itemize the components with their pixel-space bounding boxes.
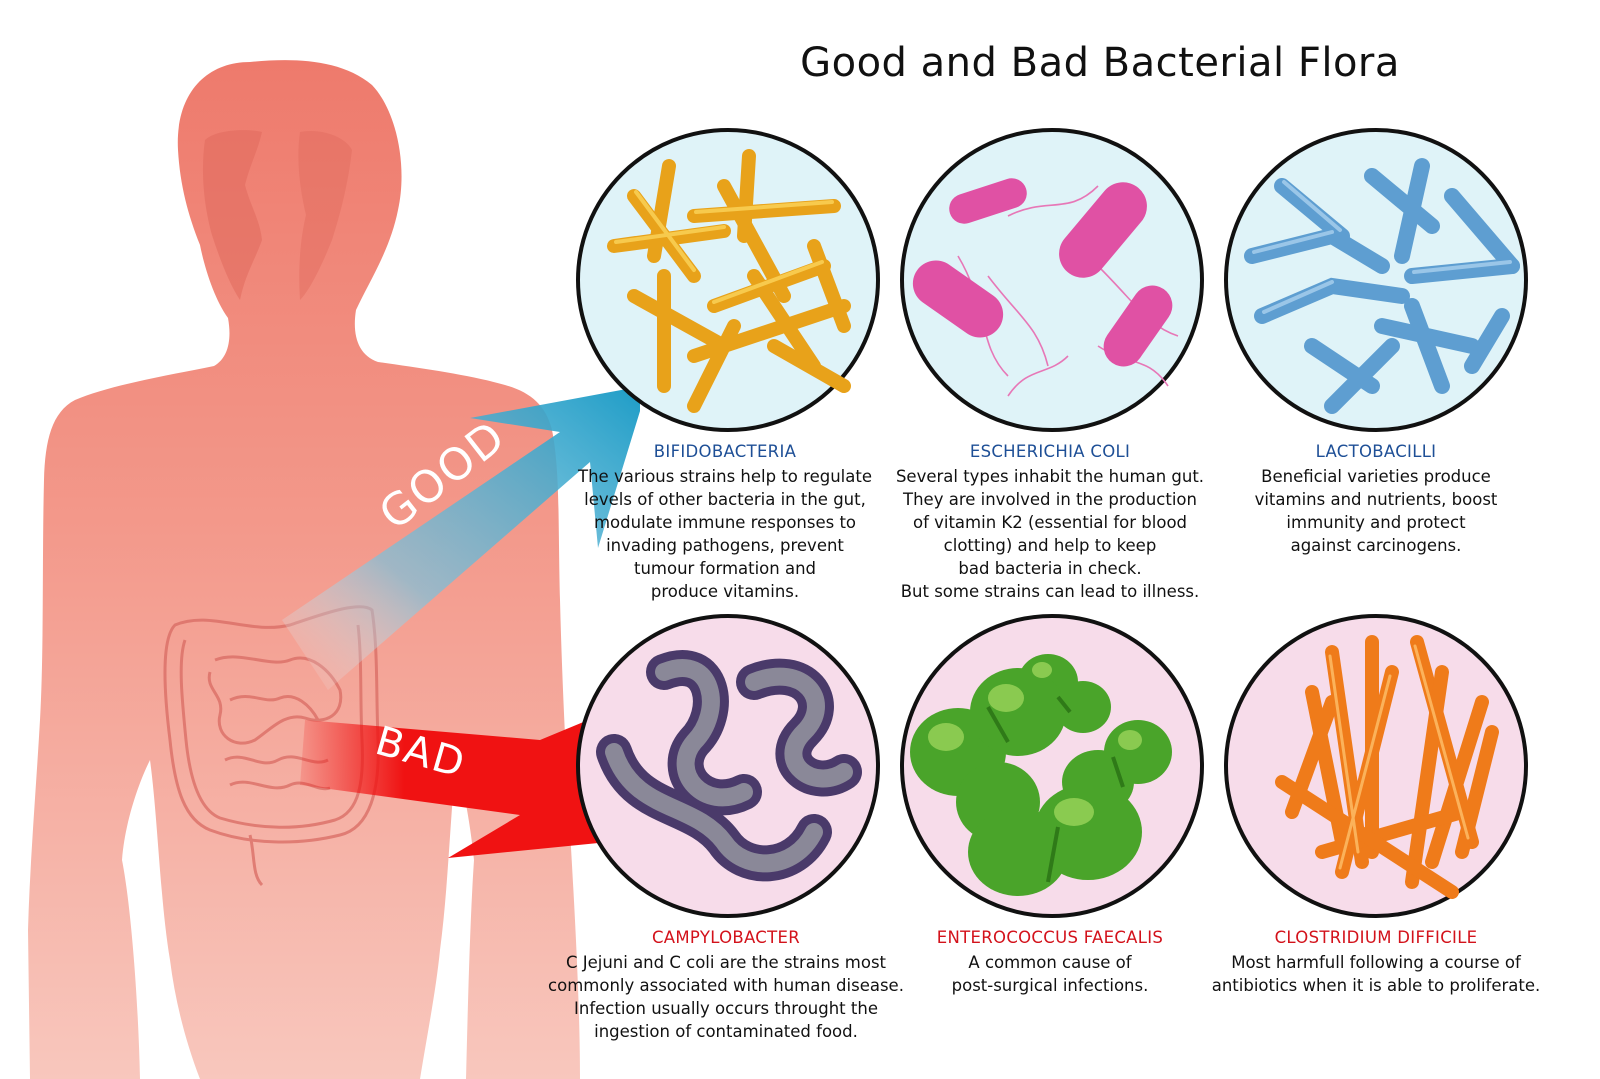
bacteria-description: The various strains help to regulate lev…: [578, 467, 872, 601]
enterococcus-faecalis-circle: [898, 612, 1206, 920]
bacteria-name: LACTOBACILLI: [1315, 442, 1437, 461]
bacteria-name: ESCHERICHIA COLI: [969, 442, 1131, 461]
bacteria-name: CAMPYLOBACTER: [651, 928, 800, 947]
bacteria-description: Several types inhabit the human gut. The…: [895, 467, 1205, 601]
good-arrow: [282, 386, 640, 690]
face-shadow: [202, 130, 262, 300]
body-silhouette: [28, 60, 580, 1079]
bacteria-description: Most harmfull following a course of anti…: [1211, 953, 1541, 995]
campylobacter-circle: [574, 612, 882, 920]
clostridium-difficile-caption: CLOSTRIDIUM DIFFICILE Most harmfull foll…: [1196, 928, 1556, 997]
clostridium-difficile-circle: [1222, 612, 1530, 920]
bifidobacteria-circle: [574, 126, 882, 434]
bacteria-name: CLOSTRIDIUM DIFFICILE: [1274, 928, 1478, 947]
bad-arrow: [300, 706, 640, 858]
bacteria-description: C Jejuni and C coli are the strains most…: [548, 953, 904, 1041]
escherichia-coli-caption: ESCHERICHIA COLI Several types inhabit t…: [880, 442, 1220, 603]
page-title: Good and Bad Bacterial Flora: [800, 40, 1400, 86]
bacteria-name: ENTEROCOCCUS FAECALIS: [936, 928, 1164, 947]
bacteria-description: Beneficial varieties produce vitamins an…: [1254, 467, 1498, 555]
human-body-illustration: [28, 60, 640, 1079]
bifidobacteria-caption: BIFIDOBACTERIA The various strains help …: [555, 442, 895, 603]
escherichia-coli-circle: [898, 126, 1206, 434]
lactobacilli-caption: LACTOBACILLI Beneficial varieties produc…: [1206, 442, 1546, 557]
enterococcus-faecalis-caption: ENTEROCOCCUS FAECALIS A common cause of …: [880, 928, 1220, 997]
bacteria-description: A common cause of post-surgical infectio…: [951, 953, 1149, 995]
bacteria-name: BIFIDOBACTERIA: [653, 442, 797, 461]
face-shadow-right: [298, 130, 352, 300]
campylobacter-caption: CAMPYLOBACTER C Jejuni and C coli are th…: [540, 928, 912, 1043]
lactobacilli-circle: [1222, 126, 1530, 434]
